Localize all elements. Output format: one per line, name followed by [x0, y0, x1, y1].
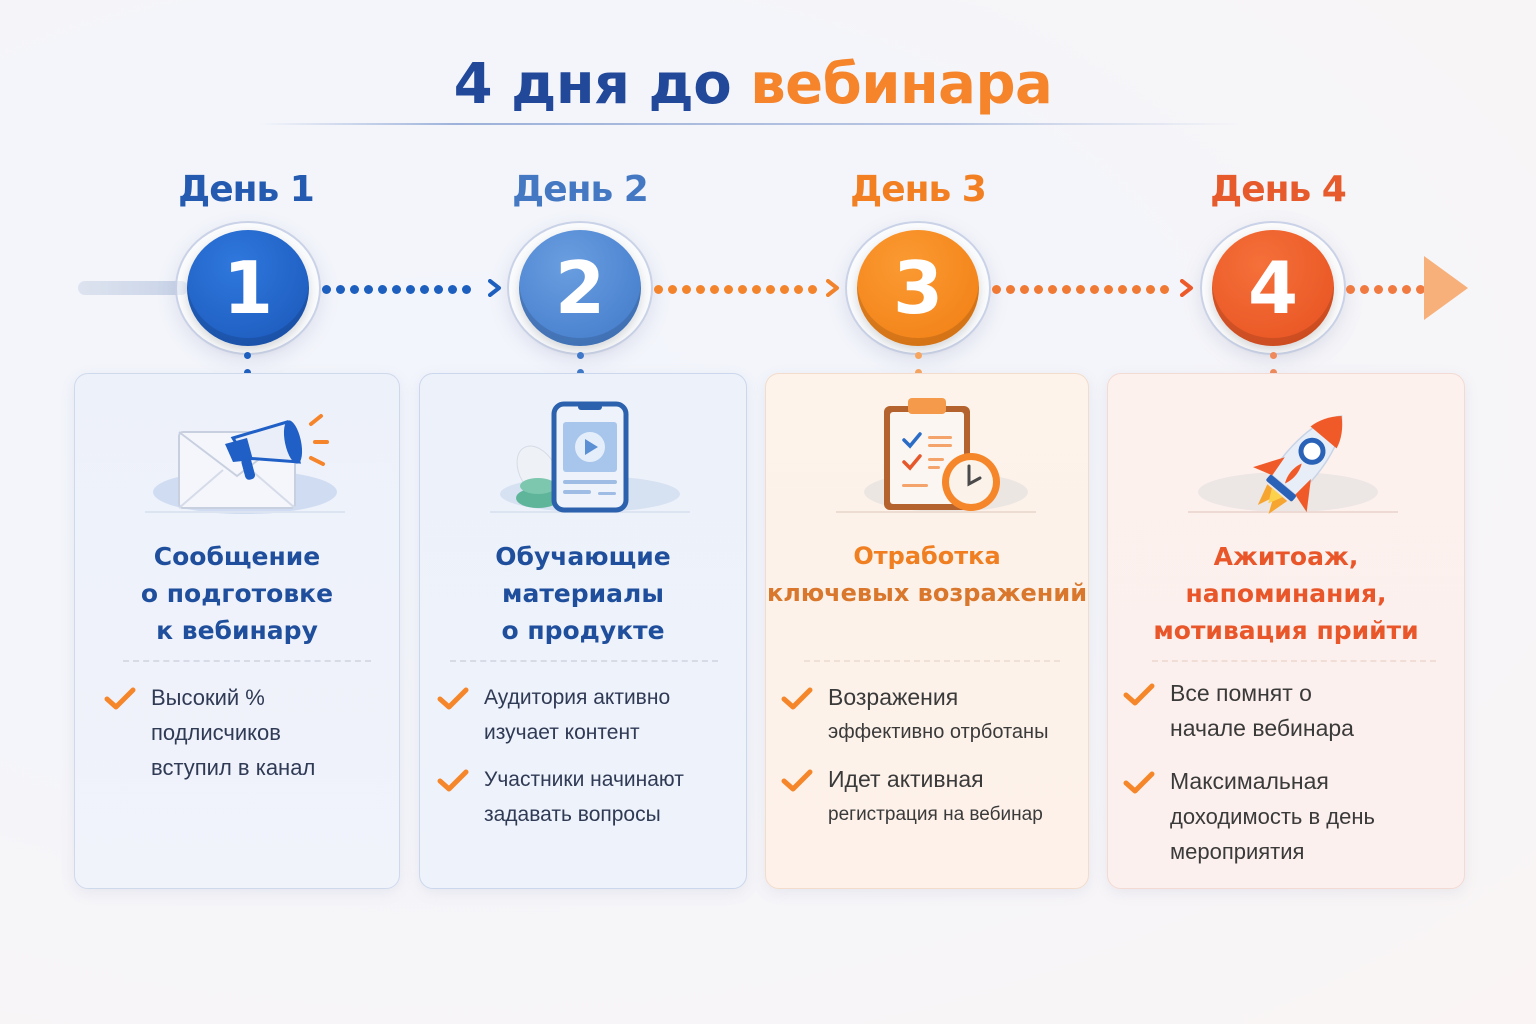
page-title: 4 дня до вебинара: [0, 50, 1506, 120]
timeline-connector-2: [654, 284, 817, 294]
checkmark-icon: [1123, 683, 1155, 706]
connector-dot: [244, 352, 251, 359]
timeline-connector-4: [1346, 284, 1425, 294]
result-item: Идет активная регистрация на вебинар: [780, 762, 1072, 832]
day-1-results: Высокий % подлисчиков вступил в канал: [103, 680, 383, 797]
day-2-heading: Обучающие материалы о продукте: [495, 542, 671, 645]
timeline-connector-3: [992, 284, 1169, 294]
chevron-right-icon: [1180, 279, 1193, 297]
day-2-label: День 2: [512, 169, 649, 210]
day-1-card: Сообщение о подготовке к вебинару Высоки…: [74, 373, 400, 889]
checkmark-icon: [1123, 771, 1155, 794]
day-3-step-circle: 3: [857, 230, 979, 346]
checkmark-icon: [781, 687, 813, 710]
megaphone-envelope-icon: [75, 392, 399, 532]
timeline-connector-1: [322, 284, 471, 294]
result-item: Возражения эффективно отрботаны: [780, 680, 1072, 750]
result-item: Максимальная доходимость в день мероприя…: [1122, 764, 1448, 869]
day-2-step-circle: 2: [519, 230, 641, 346]
chevron-right-icon: [488, 279, 501, 297]
day-3-heading: Отработка ключевых возражений: [766, 542, 1088, 607]
day-1-step-circle: 1: [187, 230, 309, 346]
result-item: Все помнят о начале вебинара: [1122, 676, 1448, 746]
day-4-label: День 4: [1210, 169, 1347, 210]
checkmark-icon: [104, 687, 136, 710]
rocket-icon: [1108, 392, 1464, 532]
dashed-divider: [1152, 660, 1436, 662]
clipboard-clock-icon: [766, 392, 1088, 532]
timeline-start-bar: [78, 281, 188, 295]
dashed-divider: [450, 660, 718, 662]
day-3-label: День 3: [850, 169, 987, 210]
phone-video-icon: [420, 392, 746, 532]
day-2-card: Обучающие материалы о продукте Аудитория…: [419, 373, 747, 889]
connector-dot: [915, 352, 922, 359]
result-item: Участники начинают задавать вопросы: [436, 762, 730, 832]
checkmark-icon: [437, 687, 469, 710]
day-4-heading: Ажитоаж, напоминания, мотивация прийти: [1153, 542, 1419, 645]
day-2-results: Аудитория активно изучает контент Участн…: [436, 680, 730, 844]
title-part-2: вебинара: [750, 52, 1053, 117]
day-3-results: Возражения эффективно отрботаны Идет акт…: [780, 680, 1072, 844]
day-4-results: Все помнят о начале вебинара Максимальна…: [1122, 676, 1448, 881]
connector-dot: [577, 352, 584, 359]
chevron-right-icon: [826, 279, 839, 297]
result-item: Аудитория активно изучает контент: [436, 680, 730, 750]
dashed-divider: [804, 660, 1060, 662]
connector-dot: [915, 369, 922, 376]
checkmark-icon: [437, 769, 469, 792]
title-part-1: 4 дня до: [453, 52, 732, 117]
dashed-divider: [123, 660, 371, 662]
day-1-label: День 1: [178, 169, 315, 210]
title-divider: [260, 123, 1240, 125]
connector-dot: [1270, 369, 1277, 376]
day-1-heading: Сообщение о подготовке к вебинару: [140, 542, 334, 645]
day-4-step-circle: 4: [1212, 230, 1334, 346]
checkmark-icon: [781, 769, 813, 792]
timeline-end-arrow-icon: [1424, 256, 1468, 320]
connector-dot: [244, 369, 251, 376]
day-4-card: Ажитоаж, напоминания, мотивация прийти В…: [1107, 373, 1465, 889]
connector-dot: [1270, 352, 1277, 359]
result-item: Высокий % подлисчиков вступил в канал: [103, 680, 383, 785]
connector-dot: [577, 369, 584, 376]
day-3-card: Отработка ключевых возражений Возражения…: [765, 373, 1089, 889]
